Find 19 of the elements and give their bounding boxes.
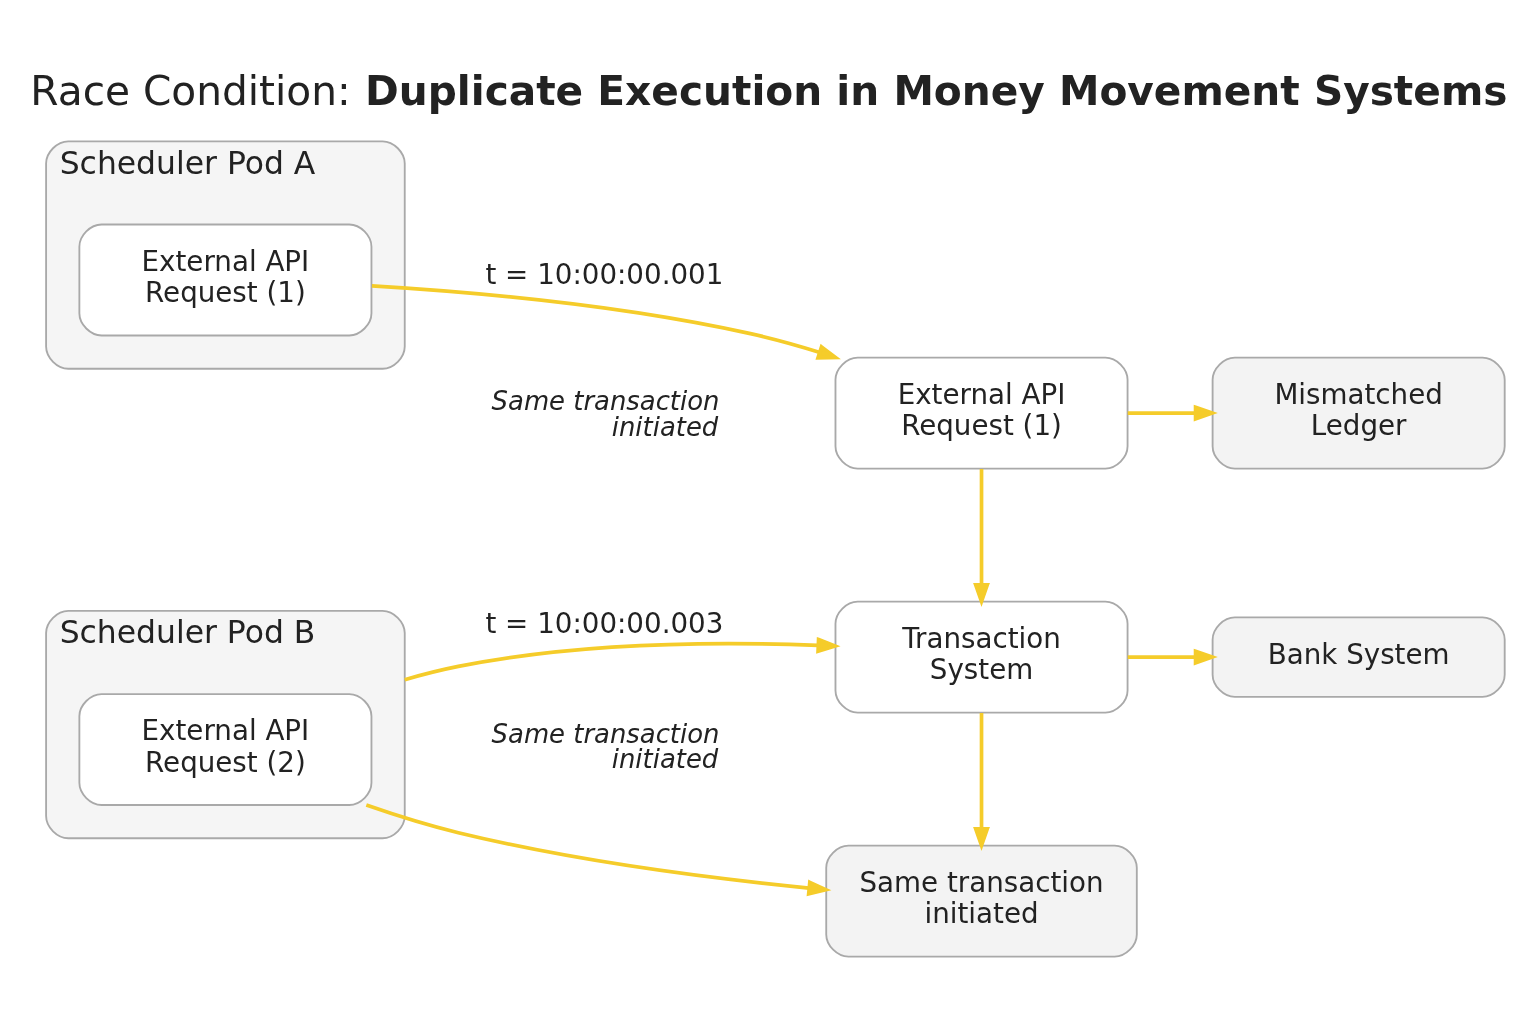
node-box: External API Request (1) xyxy=(78,223,373,337)
edge-label: t = 10:00:00.001 xyxy=(485,257,724,291)
arrow xyxy=(973,713,990,851)
arrow xyxy=(1127,404,1218,422)
node-box: Transaction System xyxy=(834,600,1129,714)
arrow xyxy=(973,469,990,607)
label: Same transaction initiated xyxy=(491,718,720,775)
node-box: External API Request (1) xyxy=(834,356,1129,470)
arrow xyxy=(371,283,841,360)
node-box: Same transaction initiated xyxy=(825,844,1138,958)
node-box: Mismatched Ledger xyxy=(1211,356,1506,470)
node-box: External API Request (2) xyxy=(78,693,373,806)
edge-label: t = 10:00:00.003 xyxy=(485,607,724,641)
label: Same transaction initiated xyxy=(491,385,720,442)
diagram-title: Race Condition: Duplicate Execution in Money Movement Systems xyxy=(30,67,1508,116)
arrow xyxy=(1127,648,1218,666)
arrow xyxy=(365,803,832,897)
node-box: Bank System xyxy=(1211,616,1506,698)
arrow xyxy=(404,636,841,682)
